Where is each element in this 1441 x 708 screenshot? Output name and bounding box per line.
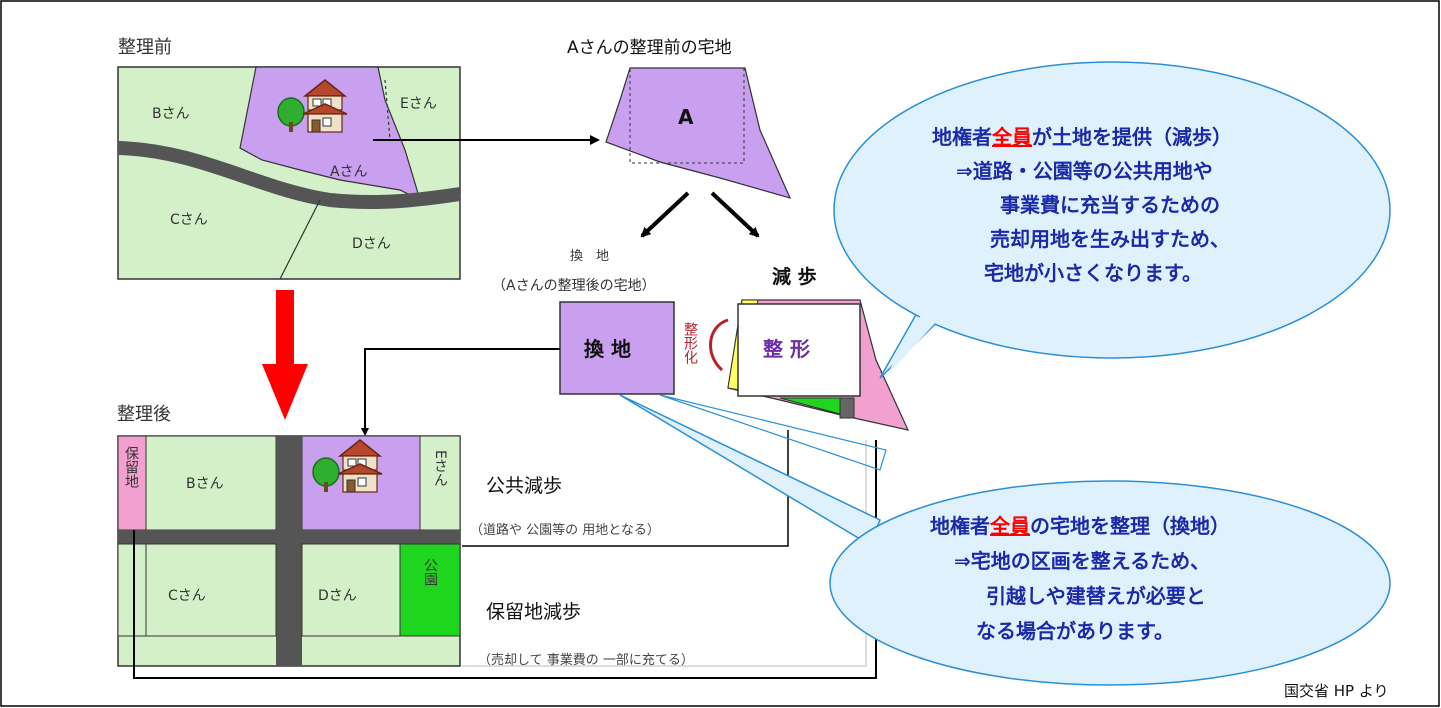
public-genbu-note: （道路や 公園等の 用地となる） (470, 522, 660, 538)
before-road (117, 141, 462, 210)
after-road-v (276, 436, 302, 666)
after-lot-park (399, 543, 461, 637)
bubble-top-line2: ⇒道路・公園等の公共用地や (956, 159, 1213, 183)
after-lot-c-label: Cさん (168, 588, 206, 604)
before-lot-e-label: Eさん (400, 96, 437, 112)
reserve-genbu-title: 保留地減歩 (486, 601, 581, 623)
bubble-bottom-line3: 引越しや建替えが必要と (986, 584, 1206, 608)
svg-text:地権者全員の宅地を整理（換地）: 地権者全員の宅地を整理（換地） (930, 514, 1230, 538)
bubble-bottom-line1-pre: 地権者 (930, 514, 990, 538)
bubble-bottom-line1-post: の宅地を整理（換地） (1030, 514, 1230, 538)
bubble-bottom (619, 394, 1391, 686)
seikeika-label: 整形化 (682, 322, 698, 365)
connector-public (462, 430, 789, 547)
before-lot-b-label: Bさん (152, 106, 190, 122)
a-lot-caption: Aさんの整理前の宅地 (567, 38, 732, 58)
seikei-group (727, 299, 910, 431)
after-lot-park-label: 公園 (422, 558, 438, 586)
seikei-label: 整 形 (762, 337, 810, 361)
svg-text:地権者全員が土地を提供（減歩）: 地権者全員が土地を提供（減歩） (932, 125, 1232, 149)
kanchi-caption-line2: （Aさんの整理後の宅地） (492, 278, 656, 294)
bubble-bottom-line1-em: 全員 (989, 514, 1030, 538)
before-title: 整理前 (118, 37, 172, 58)
after-lot-reserve (117, 435, 147, 531)
bubble-bottom-line4: なる場合があります。 (976, 619, 1174, 643)
after-lot-e-label: Eさん (432, 450, 448, 487)
source-credit: 国交省 HP より (1284, 682, 1389, 700)
after-title: 整理後 (117, 404, 171, 425)
after-map: 保留地 Bさん Eさん Cさん Dさん 公園 (117, 435, 461, 667)
reserve-genbu-note: （売却して 事業費の 一部に充てる） (478, 652, 694, 668)
bubble-top-line4: 売却用地を生み出すため、 (990, 227, 1230, 251)
seikei-box (737, 303, 861, 397)
genbu-label: 減 歩 (772, 265, 817, 288)
arrow-to-genbu (710, 191, 760, 238)
bubble-bottom-line2: ⇒宅地の区画を整えるため、 (954, 549, 1210, 573)
arrow-to-kanchi (640, 191, 690, 238)
after-lot-reserve-label: 保留地 (123, 446, 139, 488)
before-map: Bさん Eさん Aさん Cさん Dさん (117, 66, 462, 280)
kanchi-caption-line1: 換 地 (570, 249, 609, 264)
after-lot-b-label: Bさん (186, 476, 224, 492)
before-lot-a-label: Aさん (330, 164, 368, 180)
connector-kanchi-to-after (361, 348, 560, 436)
after-lot-d-label: Dさん (318, 588, 357, 604)
bubble-top-line1-post: が土地を提供（減歩） (1032, 125, 1232, 149)
bubble-top-line1-em: 全員 (991, 125, 1032, 149)
bubble-top (833, 61, 1391, 379)
red-down-arrow-icon (262, 290, 308, 420)
connector-reserve-inner (462, 440, 867, 667)
kanchi-box-label: 換 地 (584, 337, 631, 361)
before-lot-c-label: Cさん (170, 212, 208, 228)
bubble-top-line3: 事業費に充当するための (1000, 193, 1220, 217)
a-lot-shape (605, 67, 792, 199)
a-lot-label: A (678, 105, 694, 129)
bubble-top-line5: 宅地が小さくなります。 (984, 261, 1202, 285)
rotate-arrow-icon (709, 318, 729, 372)
before-lot-d-label: Dさん (352, 236, 391, 252)
public-genbu-title: 公共減歩 (486, 475, 562, 497)
bubble-top-line1-pre: 地権者 (932, 125, 992, 149)
